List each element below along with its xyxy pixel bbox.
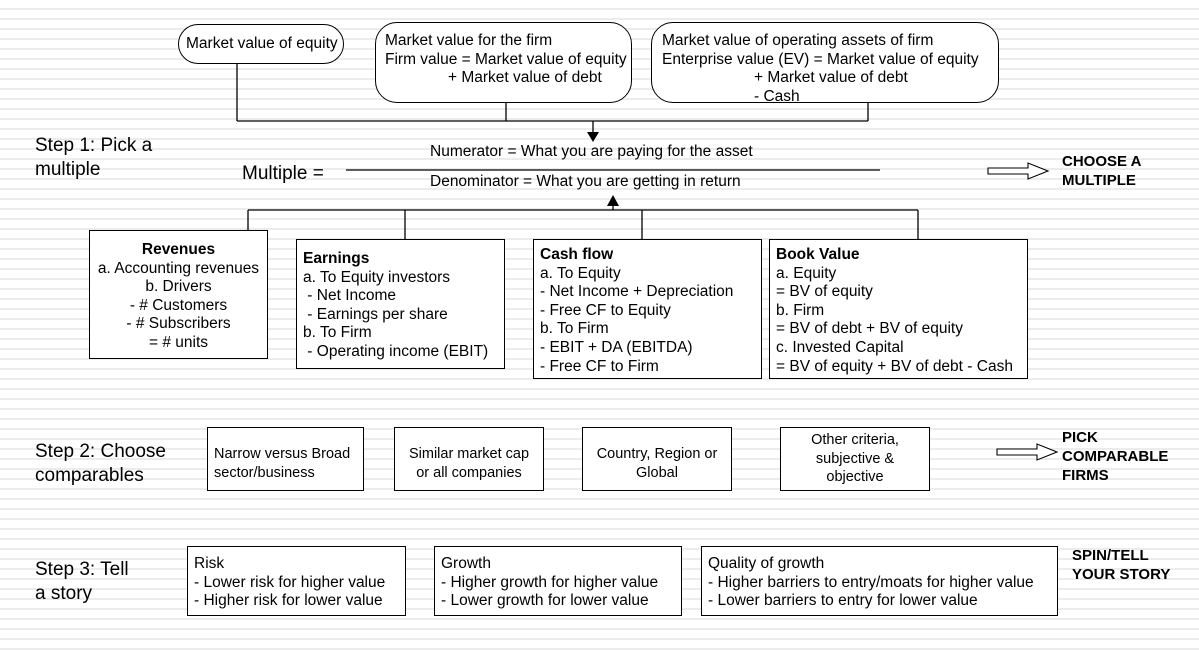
ev-cash: - Cash	[754, 87, 800, 105]
cashflow-line3: - Free CF to Equity	[540, 301, 671, 319]
marketcap-line1: Similar market cap	[408, 446, 530, 462]
step3-line1: Step 3: Tell	[35, 559, 129, 580]
marketcap-line2: or all companies	[416, 464, 522, 481]
quality-growth-box: Quality of growth - Higher barriers to e…	[701, 546, 1058, 616]
step3-line2: a story	[35, 583, 93, 604]
step3-label: Step 3: Tell a story	[35, 558, 129, 606]
choose-line1: CHOOSE A	[1062, 153, 1142, 170]
multiple-label: Multiple =	[242, 163, 324, 184]
numerator-text: Numerator = What you are paying for the …	[430, 143, 753, 160]
bookvalue-line2: = BV of equity	[776, 283, 873, 301]
ev-title: Market value of operating assets of firm	[662, 32, 934, 49]
narrow-broad-box: Narrow versus Broad sector/business	[207, 427, 364, 491]
step1-line2: multiple	[35, 159, 101, 180]
quality-line2: - Lower barriers to entry for lower valu…	[708, 592, 978, 610]
narrow-line2: sector/business	[214, 464, 315, 481]
revenues-line3: - # Customers	[129, 296, 228, 314]
risk-line1: - Lower risk for higher value	[194, 573, 386, 591]
bookvalue-line3: b. Firm	[776, 301, 825, 319]
cashflow-line2: - Net Income + Depreciation	[540, 283, 734, 301]
revenues-line2: b. Drivers	[145, 278, 212, 296]
enterprise-value-box: Market value of operating assets of firm…	[651, 22, 999, 105]
arrow-right-icon-choose	[987, 162, 1050, 180]
bookvalue-line1: a. Equity	[776, 264, 837, 282]
narrow-line1: Narrow versus Broad	[214, 446, 351, 462]
ev-debt: + Market value of debt	[754, 69, 908, 87]
firm-value-debt: + Market value of debt	[448, 69, 602, 87]
firm-value-box: Market value for the firm Firm value = M…	[375, 22, 632, 103]
bookvalue-line4: = BV of debt + BV of equity	[776, 320, 963, 338]
other-line1: Other criteria,	[811, 432, 899, 448]
bookvalue-line5: c. Invested Capital	[776, 338, 904, 356]
spin-line2: YOUR STORY	[1072, 566, 1171, 583]
other-line3: objective	[826, 469, 884, 486]
spin-line1: SPIN/TELL	[1072, 547, 1149, 564]
step2-line2: comparables	[35, 465, 144, 486]
earnings-line4: b. To Firm	[303, 324, 372, 342]
region-line2: Global	[636, 464, 678, 481]
step1-label: Step 1: Pick a multiple	[35, 134, 152, 182]
market-value-equity-box: Market value of equity	[178, 24, 344, 64]
step1-line1: Step 1: Pick a	[35, 135, 153, 156]
risk-line2: - Higher risk for lower value	[194, 592, 383, 610]
arrow-up-icon	[607, 195, 619, 206]
earnings-line1: a. To Equity investors	[303, 268, 451, 286]
bookvalue-box: Book Value a. Equity = BV of equity b. F…	[769, 239, 1028, 379]
earnings-box: Earnings a. To Equity investors - Net In…	[296, 239, 505, 369]
market-cap-box: Similar market cap or all companies	[394, 427, 544, 491]
cashflow-line5: - EBIT + DA (EBITDA)	[540, 338, 693, 356]
step2-label: Step 2: Choose comparables	[35, 440, 166, 488]
bookvalue-line6: = BV of equity + BV of debt - Cash	[776, 357, 1013, 375]
revenues-line1: a. Accounting revenues	[97, 259, 260, 277]
growth-box: Growth - Higher growth for higher value …	[434, 546, 682, 616]
earnings-line2: - Net Income	[303, 287, 397, 305]
cashflow-box: Cash flow a. To Equity - Net Income + De…	[533, 239, 762, 379]
risk-box: Risk - Lower risk for higher value - Hig…	[187, 546, 406, 616]
other-line2: subjective &	[815, 450, 895, 467]
growth-line1: - Higher growth for higher value	[441, 573, 659, 591]
bookvalue-title: Book Value	[776, 246, 860, 263]
growth-line2: - Lower growth for lower value	[441, 592, 649, 610]
step2-line1: Step 2: Choose	[35, 441, 166, 462]
market-value-equity-text: Market value of equity	[186, 35, 338, 52]
country-region-box: Country, Region or Global	[582, 427, 732, 491]
pick-line1: PICK	[1062, 429, 1098, 446]
choose-multiple-label: CHOOSE A MULTIPLE	[1062, 152, 1141, 190]
spin-story-label: SPIN/TELL YOUR STORY	[1072, 546, 1170, 584]
pick-line2: COMPARABLE	[1062, 448, 1169, 465]
other-criteria-box: Other criteria, subjective & objective	[780, 427, 930, 491]
region-line1: Country, Region or	[596, 446, 718, 462]
cashflow-title: Cash flow	[540, 246, 614, 263]
revenues-title: Revenues	[141, 241, 216, 258]
earnings-line5: - Operating income (EBIT)	[303, 342, 489, 360]
firm-value-formula: Firm value = Market value of equity	[385, 50, 627, 68]
cashflow-line1: a. To Equity	[540, 264, 621, 282]
growth-title: Growth	[441, 555, 491, 572]
earnings-line3: - Earnings per share	[303, 305, 448, 323]
quality-title: Quality of growth	[708, 555, 825, 572]
cashflow-line4: b. To Firm	[540, 320, 609, 338]
earnings-title: Earnings	[303, 250, 370, 267]
pick-comparable-label: PICK COMPARABLE FIRMS	[1062, 428, 1168, 485]
revenues-line4: - # Subscribers	[126, 315, 231, 333]
choose-line2: MULTIPLE	[1062, 172, 1136, 189]
arrow-right-icon-pick	[996, 443, 1059, 461]
arrow-down-icon	[587, 132, 599, 142]
quality-line1: - Higher barriers to entry/moats for hig…	[708, 573, 1034, 591]
firm-value-title: Market value for the firm	[385, 32, 553, 49]
ev-formula: Enterprise value (EV) = Market value of …	[662, 50, 979, 68]
pick-line3: FIRMS	[1062, 467, 1109, 484]
revenues-box: Revenues a. Accounting revenues b. Drive…	[89, 230, 268, 359]
cashflow-line6: - Free CF to Firm	[540, 357, 659, 375]
denominator-text: Denominator = What you are getting in re…	[430, 173, 741, 190]
revenues-line5: = # units	[148, 333, 209, 351]
risk-title: Risk	[194, 555, 225, 572]
